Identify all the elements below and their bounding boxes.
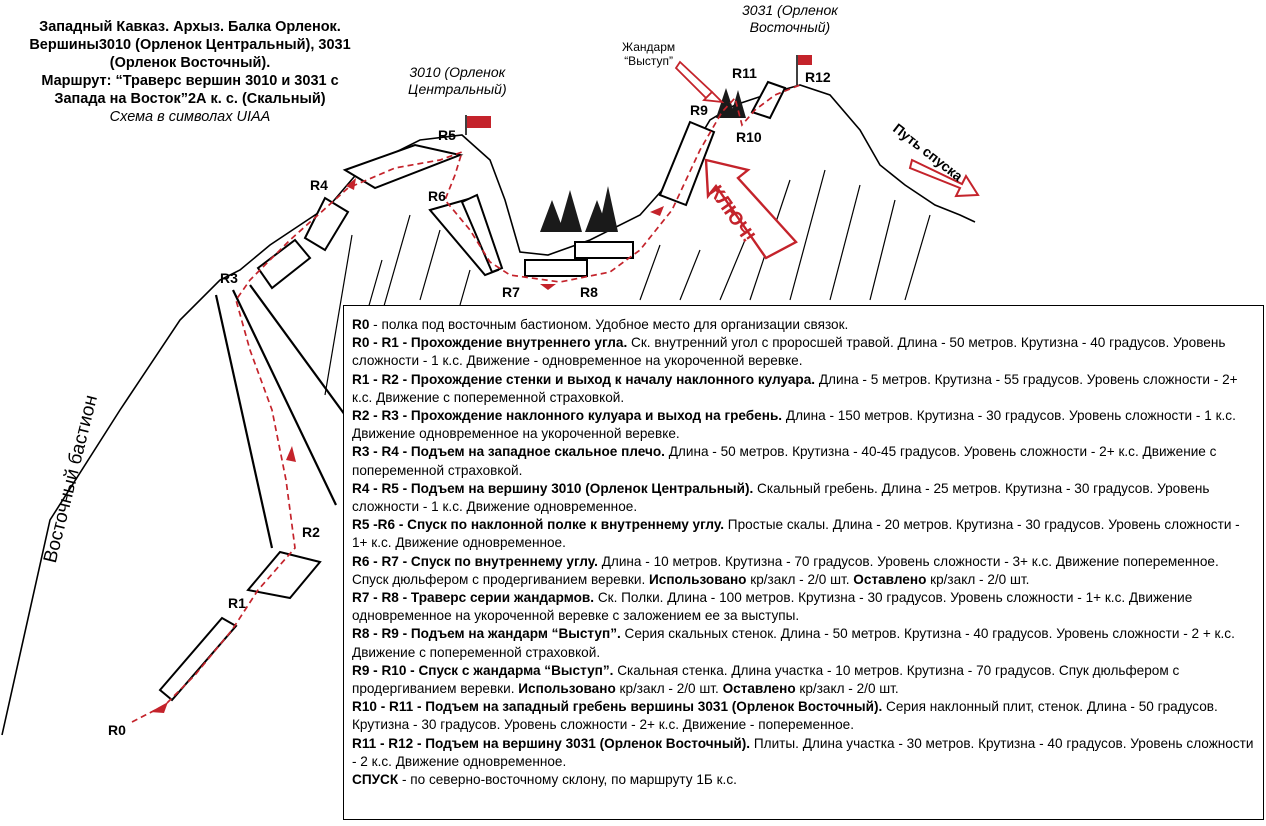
legend-entry: R10 - R11 - Подъем на западный гребень в… xyxy=(352,699,1218,733)
rock-r0-r1 xyxy=(158,616,238,702)
legend-entry: R11 - R12 - Подъем на вершину 3031 (Орле… xyxy=(352,735,1254,769)
route-point-r6: R6 xyxy=(428,188,446,204)
route-point-r5: R5 xyxy=(438,127,456,143)
route-line xyxy=(131,84,801,723)
peak-central-label: 3010 (Орленок Центральный) xyxy=(408,64,507,98)
route-point-r9: R9 xyxy=(690,102,708,118)
legend-entry: R6 - R7 - Спуск по внутреннему углу. Дли… xyxy=(352,553,1219,587)
ridge-outline xyxy=(1,84,976,736)
route-point-r4: R4 xyxy=(310,177,328,193)
rock-symbols xyxy=(158,80,787,702)
route-point-r12: R12 xyxy=(805,69,831,85)
gendarme-label: Жандарм “Выступ” xyxy=(622,40,675,68)
summit-flags xyxy=(465,55,812,135)
route-point-r2: R2 xyxy=(302,524,320,540)
rock-r1-r2 xyxy=(246,550,322,600)
legend-entry: СПУСК - по северно-восточному склону, по… xyxy=(352,772,737,788)
route-description-panel: R0 - полка под восточным бастионом. Удоб… xyxy=(343,305,1264,820)
diagram-title: Западный Кавказ. Архыз. Балка Орленок. В… xyxy=(10,18,370,126)
route-point-r10: R10 xyxy=(736,129,762,145)
route-arrows xyxy=(150,178,664,713)
route-point-r7: R7 xyxy=(502,284,520,300)
legend-entry: R2 - R3 - Прохождение наклонного кулуара… xyxy=(352,408,1236,442)
gendarme-towers xyxy=(540,88,746,232)
peak-eastern-line-1: 3031 (Орленок xyxy=(742,2,838,18)
peak-central-line-1: 3010 (Орленок xyxy=(409,64,506,80)
rock-r7-r8-upper xyxy=(574,241,634,259)
legend-entry: R0 - полка под восточным бастионом. Удоб… xyxy=(352,317,849,332)
route-point-r3: R3 xyxy=(220,270,238,286)
title-subtitle: Схема в символах UIAA xyxy=(109,109,271,125)
legend-entry: R3 - R4 - Подъем на западное скальное пл… xyxy=(352,444,1217,478)
route-point-r1: R1 xyxy=(228,595,246,611)
gendarme-label-line-2: “Выступ” xyxy=(624,54,673,68)
rock-r8-r9 xyxy=(658,120,716,207)
peak-eastern-line-2: Восточный) xyxy=(749,19,831,35)
peak-central-line-2: Центральный) xyxy=(408,81,507,97)
legend-entry: R0 - R1 - Прохождение внутреннего угла. … xyxy=(352,335,1226,369)
route-point-r0: R0 xyxy=(108,722,126,738)
legend-entry: R7 - R8 - Траверс серии жандармов. Ск. П… xyxy=(352,590,1193,624)
legend-entry: R5 -R6 - Спуск по наклонной полке к внут… xyxy=(352,517,1240,551)
route-point-r11: R11 xyxy=(732,65,757,81)
legend-entry: R1 - R2 - Прохождение стенки и выход к н… xyxy=(352,371,1238,405)
rock-r3-r4-lower xyxy=(256,238,312,290)
rock-r6-inner xyxy=(460,193,504,274)
key-arrow xyxy=(704,158,798,260)
legend-entry: R4 - R5 - Подъем на вершину 3010 (Орлено… xyxy=(352,480,1210,515)
legend-entry: R8 - R9 - Подъем на жандарм “Выступ”. Се… xyxy=(352,626,1235,660)
descent-arrow xyxy=(908,158,980,198)
legend-entry: R9 - R10 - Спуск с жандарма “Выступ”. Ск… xyxy=(352,662,1180,697)
title-line-4: Маршрут: “Траверс вершин 3010 и 3031 с xyxy=(41,73,339,89)
rock-r7-r8-lower xyxy=(524,259,588,277)
title-line-3: (Орленок Восточный). xyxy=(109,55,271,71)
gendarme-label-line-1: Жандарм xyxy=(622,40,676,54)
title-line-5: Запада на Восток”2А к. с. (Скальный) xyxy=(54,91,326,107)
route-point-r8: R8 xyxy=(580,284,598,300)
peak-eastern-label: 3031 (Орленок Восточный) xyxy=(742,2,838,36)
title-line-1: Западный Кавказ. Архыз. Балка Орленок. xyxy=(39,19,341,35)
gendarme-pointer xyxy=(674,60,725,104)
bastion-ribs xyxy=(214,284,346,549)
rock-r3-r4-upper xyxy=(303,196,350,252)
title-line-2: Вершины3010 (Орленок Центральный), 3031 xyxy=(29,37,351,53)
